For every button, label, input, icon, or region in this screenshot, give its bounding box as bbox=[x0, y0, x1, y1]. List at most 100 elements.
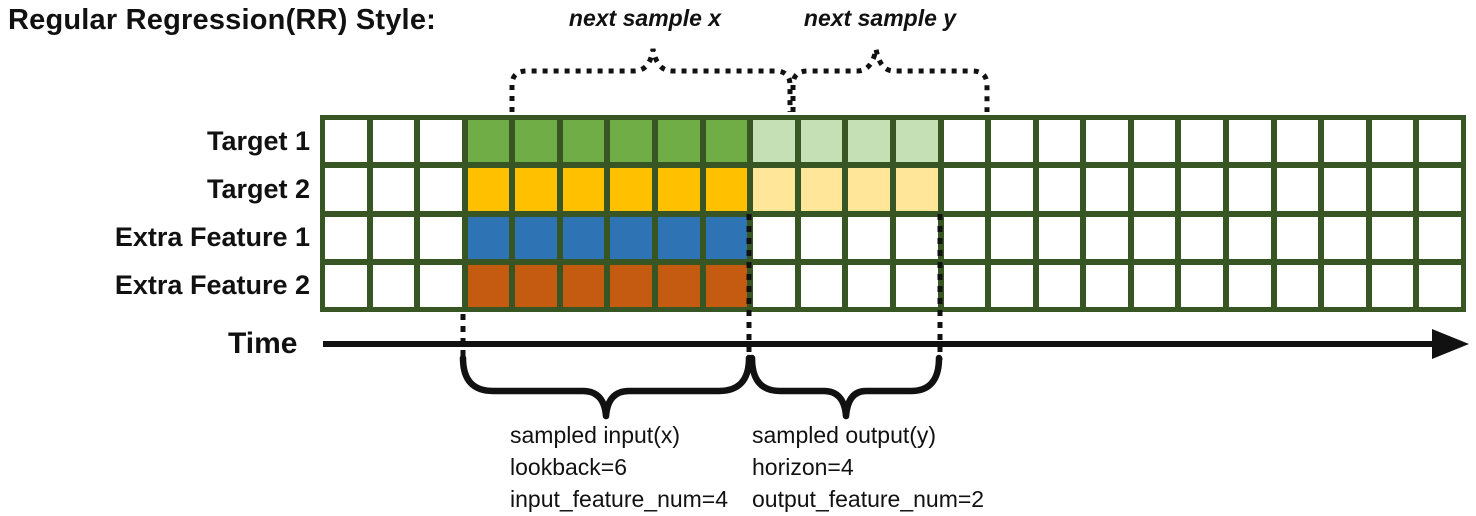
grid-cell bbox=[420, 216, 462, 259]
grid-cell bbox=[610, 120, 653, 163]
grid-cell bbox=[895, 216, 938, 259]
grid-cell bbox=[1229, 264, 1271, 307]
grid-cell bbox=[658, 120, 700, 163]
grid-cell bbox=[1133, 168, 1176, 211]
sampled-input-brace bbox=[459, 354, 753, 420]
grid-cell bbox=[420, 264, 462, 307]
grid-cell bbox=[848, 168, 890, 211]
grid-cell bbox=[562, 264, 605, 307]
grid-cell bbox=[325, 264, 367, 307]
next-sample-x-brace bbox=[509, 48, 793, 112]
grid-cell bbox=[943, 216, 986, 259]
grid-cell bbox=[515, 168, 557, 211]
grid-cell bbox=[562, 168, 605, 211]
grid-cell bbox=[1038, 168, 1081, 211]
output-feature-num-line: output_feature_num=2 bbox=[752, 486, 985, 512]
sampled-input-line: sampled input(x) bbox=[510, 422, 681, 448]
grid-cell bbox=[1229, 216, 1271, 259]
grid-cell bbox=[1181, 264, 1224, 307]
grid-cell bbox=[1371, 264, 1414, 307]
grid-cell bbox=[325, 168, 367, 211]
row-label-extra-feature-1: Extra Feature 1 bbox=[114, 222, 310, 252]
grid-cell bbox=[1086, 216, 1128, 259]
row-label-target-1: Target 1 bbox=[206, 126, 310, 156]
grid-cell bbox=[848, 120, 890, 163]
grid-cell bbox=[1324, 216, 1366, 259]
grid-cell bbox=[1371, 120, 1414, 163]
grid-cell bbox=[1371, 168, 1414, 211]
row-label-extra-feature-2: Extra Feature 2 bbox=[114, 270, 310, 300]
grid-cell bbox=[753, 216, 795, 259]
grid-cell bbox=[1324, 168, 1366, 211]
sampled-output-annotation: sampled output(y) horizon=4 output_featu… bbox=[752, 419, 984, 515]
grid-cell bbox=[705, 216, 748, 259]
grid-cell bbox=[562, 216, 605, 259]
grid-cell bbox=[467, 168, 510, 211]
grid-cell bbox=[1086, 264, 1128, 307]
grid-cell bbox=[848, 216, 890, 259]
grid-cell bbox=[610, 168, 653, 211]
lookback-line: lookback=6 bbox=[510, 454, 627, 480]
grid-cell bbox=[943, 168, 986, 211]
grid-cell bbox=[372, 120, 415, 163]
grid-cell bbox=[991, 120, 1033, 163]
grid-cell bbox=[1181, 168, 1224, 211]
sampled-output-brace bbox=[748, 354, 943, 420]
sampled-output-line: sampled output(y) bbox=[752, 422, 937, 448]
grid bbox=[320, 115, 1466, 312]
grid-cell bbox=[705, 264, 748, 307]
grid-cell bbox=[1276, 216, 1319, 259]
grid-cell bbox=[943, 264, 986, 307]
grid-cell bbox=[610, 264, 653, 307]
grid-cell bbox=[1086, 120, 1128, 163]
grid-cell bbox=[658, 216, 700, 259]
grid-cell bbox=[753, 120, 795, 163]
grid-cell bbox=[991, 216, 1033, 259]
grid-cell bbox=[753, 264, 795, 307]
grid-cell bbox=[1181, 216, 1224, 259]
grid-cell bbox=[372, 168, 415, 211]
grid-cell bbox=[325, 120, 367, 163]
grid-cell bbox=[467, 120, 510, 163]
grid-cell bbox=[467, 216, 510, 259]
time-axis-arrowhead-icon bbox=[1432, 329, 1469, 359]
grid-cell bbox=[991, 264, 1033, 307]
grid-cell bbox=[1419, 168, 1461, 211]
grid-cell bbox=[800, 264, 843, 307]
grid-cell bbox=[1038, 120, 1081, 163]
grid-cell bbox=[1419, 120, 1461, 163]
grid-cell bbox=[658, 168, 700, 211]
grid-cell bbox=[420, 120, 462, 163]
diagram-title: Regular Regression(RR) Style: bbox=[8, 4, 436, 36]
grid-cell bbox=[848, 264, 890, 307]
grid-cell bbox=[515, 264, 557, 307]
grid-cell bbox=[325, 216, 367, 259]
grid-cell bbox=[372, 264, 415, 307]
grid-cell bbox=[1276, 168, 1319, 211]
grid-cell bbox=[1419, 264, 1461, 307]
grid-cell bbox=[800, 216, 843, 259]
grid-cell bbox=[1086, 168, 1128, 211]
grid-cell bbox=[1038, 216, 1081, 259]
grid-cell bbox=[515, 120, 557, 163]
grid-cell bbox=[895, 120, 938, 163]
grid-cell bbox=[705, 120, 748, 163]
next-sample-y-brace bbox=[790, 48, 990, 112]
next-sample-x-label: next sample x bbox=[568, 5, 722, 31]
grid-cell bbox=[1133, 120, 1176, 163]
grid-cell bbox=[943, 120, 986, 163]
grid-cell bbox=[1229, 120, 1271, 163]
sampled-input-annotation: sampled input(x) lookback=6 input_featur… bbox=[510, 419, 728, 515]
grid-cell bbox=[1371, 216, 1414, 259]
time-axis-label: Time bbox=[228, 327, 298, 360]
grid-cell bbox=[1229, 168, 1271, 211]
grid-cell bbox=[991, 168, 1033, 211]
next-sample-y-label: next sample y bbox=[803, 5, 957, 31]
grid-cell bbox=[705, 168, 748, 211]
grid-cell bbox=[1181, 120, 1224, 163]
grid-cell bbox=[1324, 120, 1366, 163]
grid-cell bbox=[562, 120, 605, 163]
grid-cell bbox=[658, 264, 700, 307]
grid-cell bbox=[1276, 120, 1319, 163]
